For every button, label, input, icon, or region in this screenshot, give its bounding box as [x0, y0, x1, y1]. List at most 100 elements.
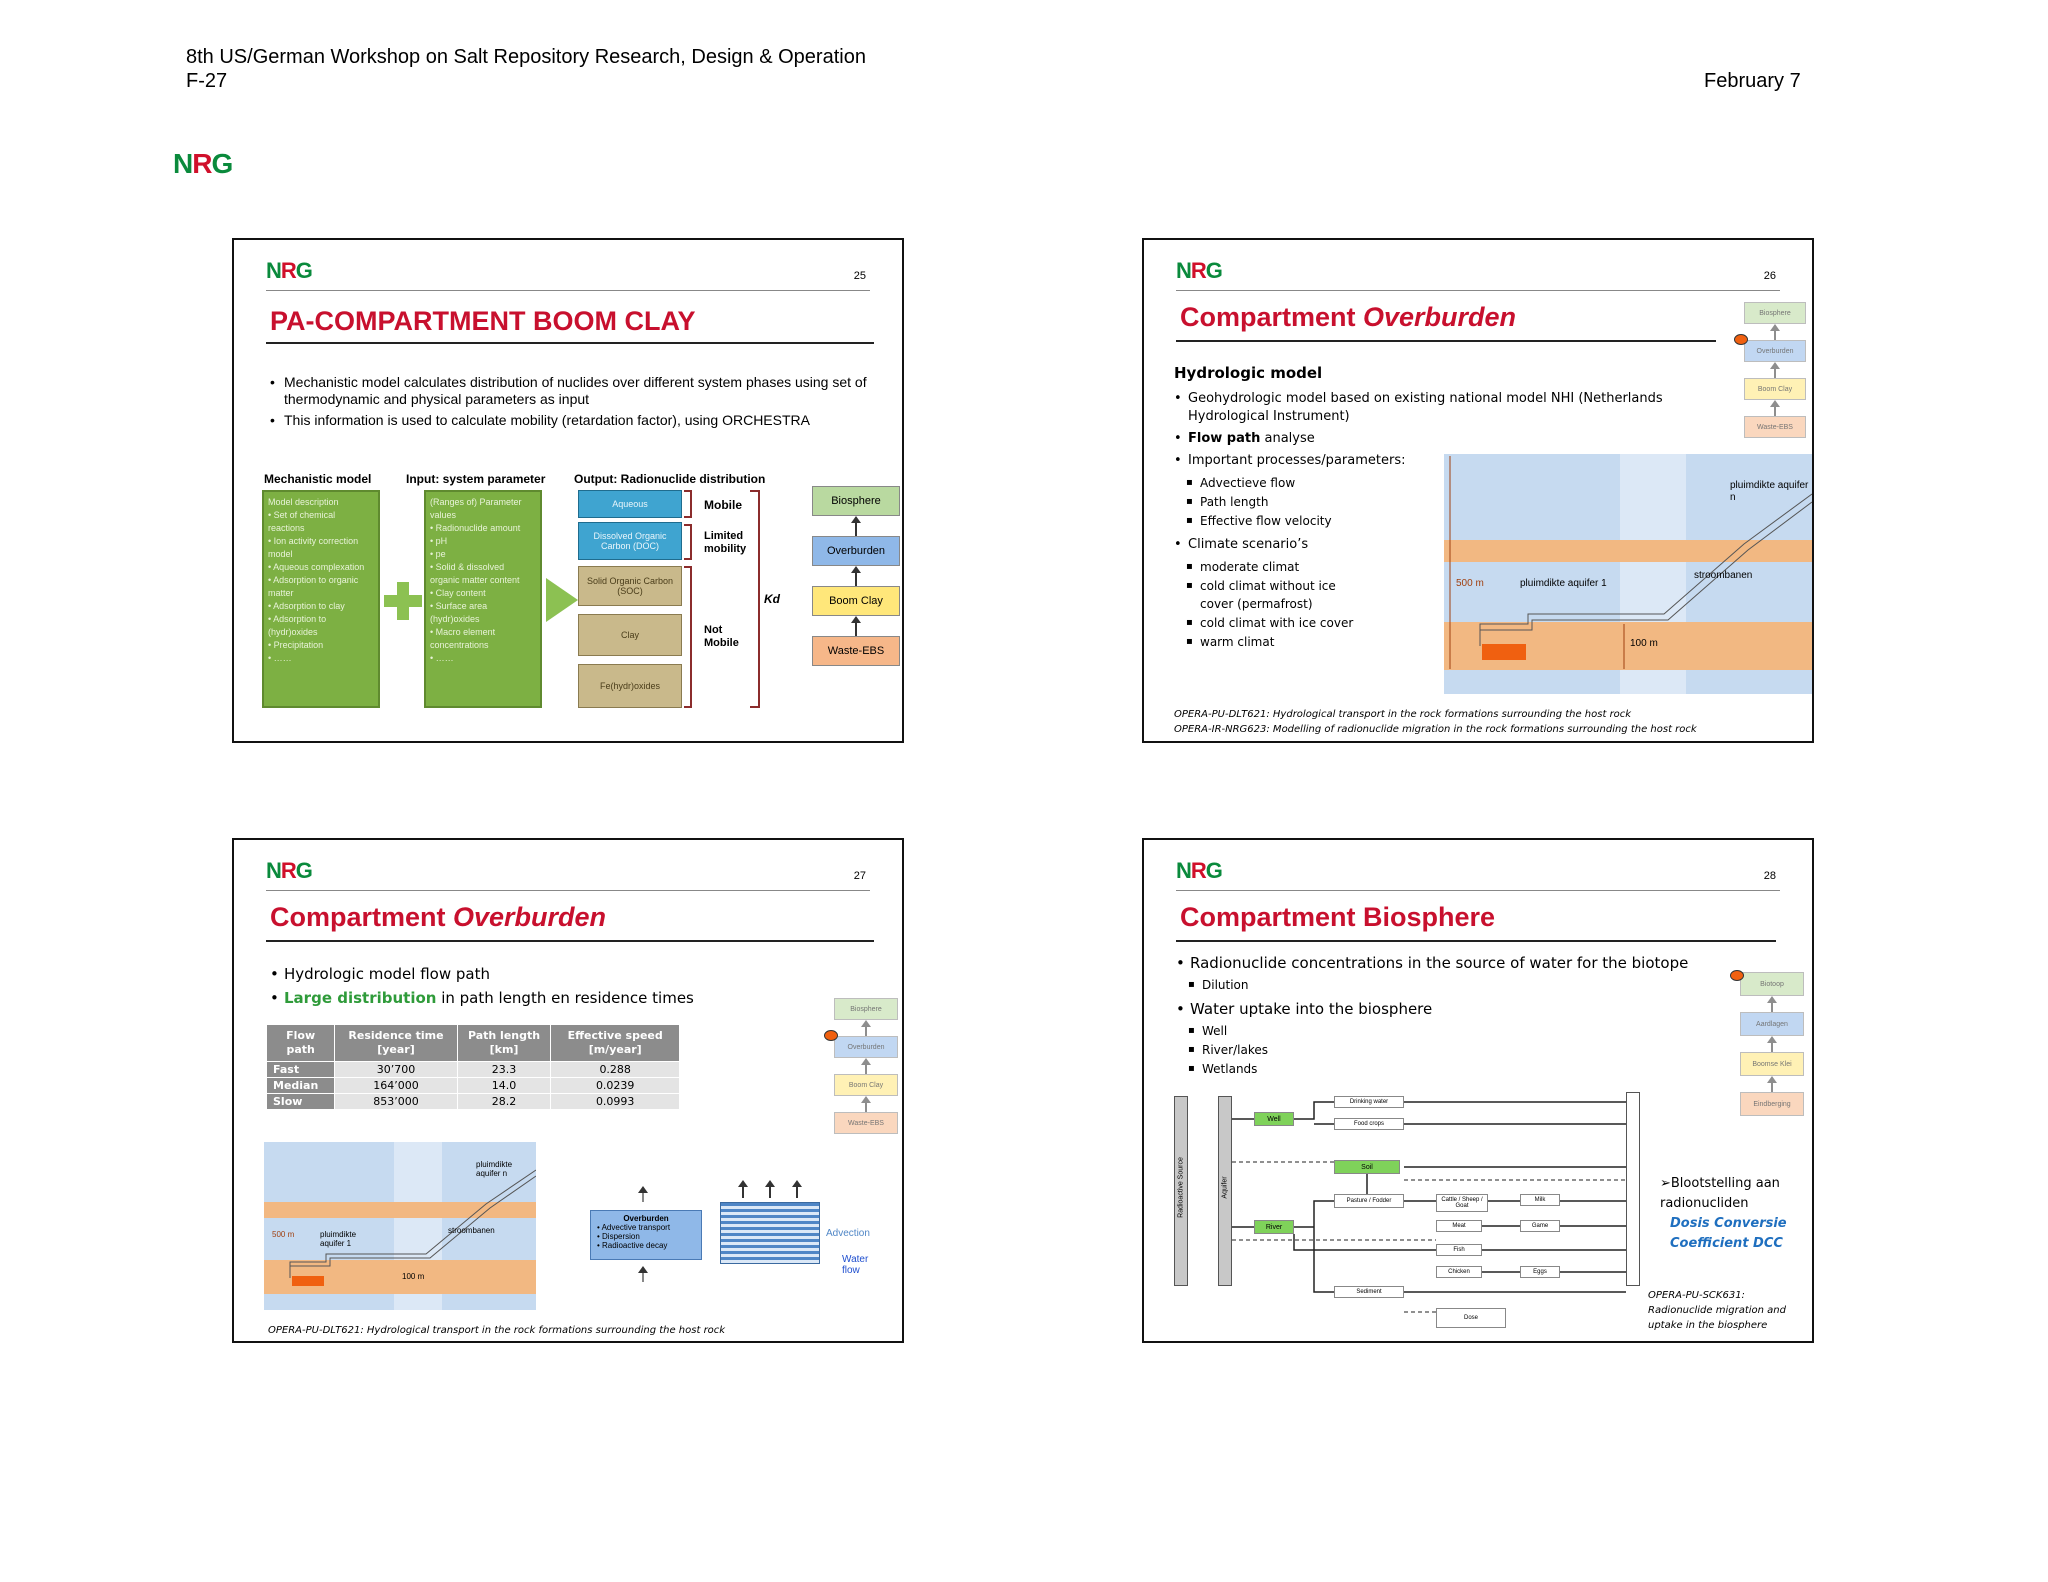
arrow-up-icon: [1770, 362, 1780, 378]
reference: OPERA-PU-DLT621: Hydrological transport …: [1174, 709, 1632, 720]
bullet: Important processes/parameters:: [1174, 452, 1714, 470]
col-header-input: Input: system parameter: [406, 472, 546, 486]
sub-bullet: Dilution: [1176, 976, 1736, 994]
sub-bullet: cold climat without ice cover (permafros…: [1174, 577, 1364, 613]
bullet: Large distribution in path length en res…: [270, 988, 830, 1008]
node-milk: Milk: [1520, 1194, 1560, 1206]
header-rule: [266, 290, 870, 291]
table-cell: Slow: [265, 1093, 336, 1110]
arrow-up-icon: [1767, 1076, 1777, 1092]
parameter-values-box: (Ranges of) Parameter values • Radionucl…: [424, 490, 542, 708]
thickness-label: 100 m: [1630, 638, 1658, 649]
bullet-list: Geohydrologic model based on existing na…: [1174, 390, 1714, 652]
node-drinking-water: Drinking water: [1334, 1096, 1404, 1108]
table-row: Median 164’000 14.0 0.0239: [265, 1077, 680, 1094]
arrow-up-icon: [638, 1186, 648, 1202]
comp-waste-ebs: Waste-EBS: [1744, 416, 1806, 438]
bullet: Water uptake into the biosphere: [1176, 1000, 1736, 1018]
table-row: Slow 853’000 28.2 0.0993: [265, 1093, 680, 1110]
advection-label: Advection: [826, 1228, 870, 1239]
node-dose: Dose: [1436, 1308, 1506, 1328]
table-cell: 0.288: [550, 1061, 680, 1078]
bullet: Climate scenario’s: [1174, 536, 1714, 554]
aquifer1-label: pluimdikte aquifer 1: [320, 1230, 357, 1248]
bracket-kd: [750, 490, 760, 708]
node-cattle: Cattle / Sheep / Goat: [1436, 1194, 1488, 1212]
sub-bullet: Well: [1176, 1022, 1736, 1040]
slide-25: NRG 25 PA-COMPARTMENT BOOM CLAY Mechanis…: [232, 238, 904, 743]
reference: OPERA-PU-DLT621: Hydrological transport …: [268, 1325, 726, 1336]
node-eggs: Eggs: [1520, 1266, 1560, 1278]
comp-boom-clay: Boom Clay: [1744, 378, 1806, 400]
right-arrow-icon: [546, 578, 578, 622]
arrow-up-icon: [792, 1180, 802, 1198]
arrow-up-icon: [1770, 324, 1780, 340]
streams-label: stroombanen: [448, 1226, 495, 1235]
node-river: River: [1254, 1220, 1294, 1234]
table-cell: Median: [265, 1077, 336, 1094]
arrow-up-icon: [861, 1058, 871, 1074]
comp-boom-clay: Boom Clay: [834, 1074, 898, 1096]
phase-doc: Dissolved Organic Carbon (DOC): [578, 522, 682, 560]
node-well: Well: [1254, 1112, 1294, 1126]
header-rule: [1176, 890, 1780, 891]
comp-boomse-klei: Boomse Klei: [1740, 1052, 1804, 1076]
diagram-right-column: [1626, 1092, 1640, 1286]
slide-28: NRG 28 Compartment Biosphere Radionuclid…: [1142, 838, 1814, 1343]
arrow-up-icon: [851, 516, 861, 536]
layered-block: [720, 1202, 820, 1264]
diagram-aquifer-column: [1218, 1096, 1232, 1286]
workshop-title: 8th US/German Workshop on Salt Repositor…: [186, 46, 866, 68]
comp-waste-ebs: Waste-EBS: [834, 1112, 898, 1134]
slide-26: NRG 26 Compartment Overburden Hydrologic…: [1142, 238, 1814, 743]
arrow-up-icon: [1767, 1036, 1777, 1052]
node-meat: Meat: [1436, 1220, 1482, 1232]
arrow-up-icon: [861, 1096, 871, 1112]
slide-number: 25: [853, 270, 866, 282]
table-cell: 28.2: [456, 1093, 552, 1110]
subhead: Hydrologic model: [1174, 364, 1323, 382]
node-chicken: Chicken: [1436, 1266, 1482, 1278]
node-sediment: Sediment: [1334, 1286, 1404, 1298]
phase-soc: Solid Organic Carbon (SOC): [578, 566, 682, 606]
table-header: Effective speed [m/year]: [550, 1024, 680, 1062]
flow-path-table: Flow path Residence time [year] Path len…: [265, 1024, 680, 1110]
sub-bullet: Path length: [1174, 493, 1444, 511]
overburden-process-box: Overburden • Advective transport • Dispe…: [590, 1210, 702, 1260]
table-row: Fast 30’700 23.3 0.288: [265, 1061, 680, 1078]
table-cell: 14.0: [456, 1077, 552, 1094]
dcc-text: Dosis Conversie Coefficient DCC: [1670, 1216, 1787, 1251]
table-header: Flow path: [265, 1024, 336, 1062]
comp-biotoop: Biotoop: [1740, 972, 1804, 996]
label-kd: Kd: [764, 592, 780, 606]
arrow-up-icon: [861, 1020, 871, 1036]
arrow-up-icon: [1770, 400, 1780, 416]
diagram-source-column: [1174, 1096, 1188, 1286]
node-soil: Soil: [1334, 1160, 1400, 1174]
arrow-up-icon: [851, 616, 861, 636]
bullet-list: Hydrologic model flow path Large distrib…: [270, 964, 830, 1012]
arrow-up-icon: [638, 1266, 648, 1282]
slide-logo: NRG: [266, 258, 313, 283]
comp-waste-ebs: Waste-EBS: [812, 636, 900, 666]
sub-bullet: warm climat: [1174, 633, 1364, 651]
label-limited-mobility: Limited mobility: [704, 530, 747, 555]
aquifer-figure: 500 m pluimdikte aquifer 1 pluimdikte aq…: [264, 1142, 536, 1310]
pointer-marker-icon: [824, 1030, 838, 1041]
exposure-text: ➢Blootstelling aan radionucliden: [1660, 1176, 1780, 1211]
slide-number: 27: [853, 870, 866, 882]
diagram-connectors: [1232, 1101, 1626, 1313]
table-cell: 23.3: [456, 1061, 552, 1078]
comp-overburden: Overburden: [1744, 340, 1806, 362]
comp-overburden: Overburden: [834, 1036, 898, 1058]
sub-bullet: River/lakes: [1176, 1041, 1736, 1059]
label-mobile: Mobile: [704, 498, 742, 512]
slide-logo: NRG: [1176, 258, 1223, 283]
exposure-note: ➢Blootstelling aan radionucliden Dosis C…: [1660, 1174, 1810, 1254]
sub-bullet: moderate climat: [1174, 558, 1364, 576]
page-date: February 7: [1704, 70, 1801, 92]
bullet: Hydrologic model flow path: [270, 964, 830, 984]
model-description-box: Model description • Set of chemical reac…: [262, 490, 380, 708]
aquifer-figure: 500 m pluimdikte aquifer 1 pluimdikte aq…: [1444, 454, 1812, 694]
bullet: Flow path analyse: [1174, 430, 1714, 448]
